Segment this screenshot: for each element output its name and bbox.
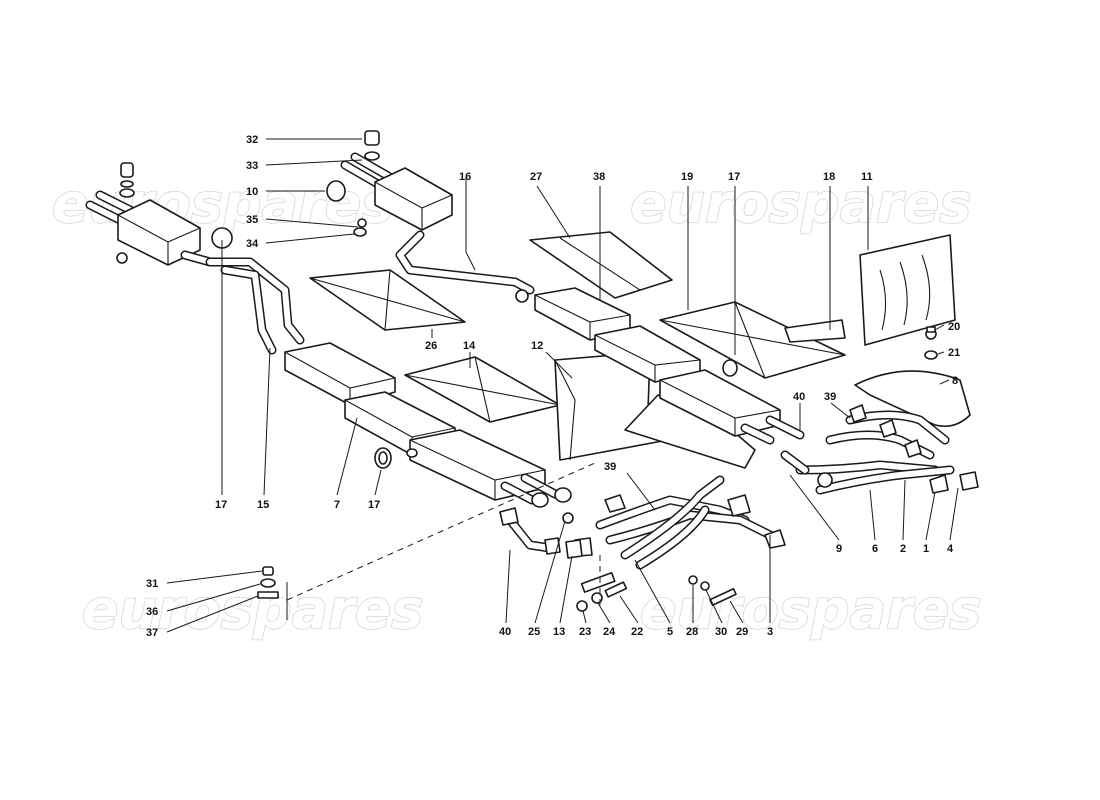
callout-9: 9 <box>836 543 842 555</box>
exhaust-manifolds <box>499 404 979 570</box>
callout-4: 4 <box>947 543 954 555</box>
callout-labels: 32 33 10 35 34 16 27 38 19 17 18 11 20 2… <box>146 134 960 639</box>
callout-2: 2 <box>900 543 906 555</box>
callout-22: 22 <box>631 626 643 638</box>
callout-6: 6 <box>872 543 878 555</box>
callout-8: 8 <box>952 375 958 387</box>
left-mufflers <box>284 342 572 508</box>
callout-23: 23 <box>579 626 591 638</box>
leader-lines <box>166 138 959 633</box>
callout-36: 36 <box>146 606 158 618</box>
callout-40-bottom: 40 <box>499 626 511 638</box>
callout-17-top: 17 <box>728 171 740 183</box>
callout-3: 3 <box>767 626 773 638</box>
callout-13: 13 <box>553 626 565 638</box>
callout-19: 19 <box>681 171 693 183</box>
callout-25: 25 <box>528 626 540 638</box>
callout-28: 28 <box>686 626 698 638</box>
callout-10: 10 <box>246 186 258 198</box>
right-mufflers <box>515 287 805 445</box>
callout-30: 30 <box>715 626 727 638</box>
callout-34: 34 <box>246 238 259 250</box>
assembly-dash-line-1 <box>286 462 596 601</box>
small-hardware <box>211 180 938 620</box>
callout-7: 7 <box>334 499 340 511</box>
callout-40-top: 40 <box>793 391 805 403</box>
callout-32: 32 <box>246 134 258 146</box>
callout-38: 38 <box>593 171 605 183</box>
callout-14: 14 <box>463 340 476 352</box>
callout-26: 26 <box>425 340 437 352</box>
callout-31: 31 <box>146 578 158 590</box>
callout-16: 16 <box>459 171 471 183</box>
callout-15: 15 <box>257 499 269 511</box>
heat-shields <box>309 231 971 469</box>
watermark-top-right: eurospares <box>630 172 971 235</box>
callout-5: 5 <box>667 626 673 638</box>
callout-39-right: 39 <box>824 391 836 403</box>
callout-27: 27 <box>530 171 542 183</box>
watermark-bottom-left: eurospares <box>82 578 423 641</box>
callout-33: 33 <box>246 160 258 172</box>
callout-12: 12 <box>531 340 543 352</box>
callout-20: 20 <box>948 321 960 333</box>
callout-24: 24 <box>603 626 616 638</box>
callout-1: 1 <box>923 543 929 555</box>
left-rear-silencer <box>85 162 215 267</box>
callout-21: 21 <box>948 347 960 359</box>
callout-37: 37 <box>146 627 158 639</box>
callout-11: 11 <box>861 171 873 183</box>
callout-39-center: 39 <box>604 461 616 473</box>
watermark-bottom-right: eurospares <box>640 578 981 641</box>
callout-35: 35 <box>246 214 258 226</box>
callout-29: 29 <box>736 626 748 638</box>
callout-18: 18 <box>823 171 835 183</box>
callout-17-mid: 17 <box>368 499 380 511</box>
callout-17-left: 17 <box>215 499 227 511</box>
right-rear-silencer <box>327 130 453 237</box>
